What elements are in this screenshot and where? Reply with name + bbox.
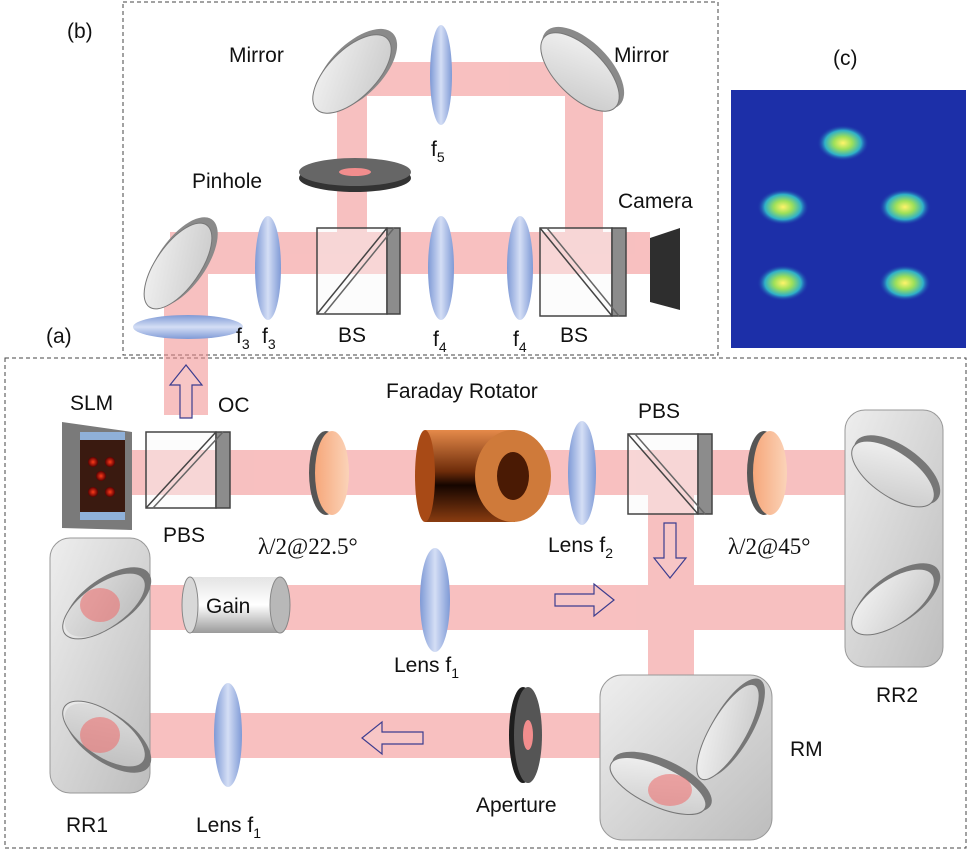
lens-f1-middle [420,548,450,652]
label-oc: OC [218,394,250,417]
label-pbs-left: PBS [163,524,205,547]
rm-mirror-assembly [599,674,773,841]
label-lens-f2: Lens f2 [548,534,613,561]
mirror-right [540,26,625,112]
camera-sensor [650,228,680,310]
label-slm: SLM [70,392,113,415]
panel-b-frame [122,1,719,356]
label-camera: Camera [618,190,693,213]
label-waveplate-45: λ/2@45° [728,534,810,559]
label-pbs-right: PBS [638,400,680,423]
pbs-oc-cube [145,431,231,509]
rr2-retroreflector [844,409,944,668]
label-lens-f1-bottom: Lens f1 [196,814,261,841]
lens-f4-right [507,216,533,320]
lens-f5 [430,25,452,125]
label-f3-left: f3 [236,325,250,352]
pinhole [299,158,411,192]
panel-label-a: (a) [46,325,72,348]
panel-label-b: (b) [67,20,93,43]
label-mirror-left: Mirror [229,44,284,67]
label-faraday-rotator: Faraday Rotator [386,380,538,403]
label-lens-f1-middle: Lens f1 [394,654,459,681]
label-rr1: RR1 [66,814,108,837]
label-pinhole: Pinhole [192,170,262,193]
label-gain: Gain [206,595,250,618]
label-f4-left: f4 [433,328,447,355]
panel-a-frame [4,357,967,849]
faraday-rotator [415,430,551,522]
waveplate-22-5 [309,431,349,515]
lens-f1-bottom [214,683,242,787]
arrow-left [361,720,424,756]
aperture [509,687,542,783]
bs-cube-left [316,227,401,315]
label-rm: RM [790,738,823,761]
label-f5: f5 [431,138,445,165]
label-bs-left: BS [338,324,366,347]
label-waveplate-22-5: λ/2@22.5° [258,534,358,559]
label-rr2: RR2 [876,684,918,707]
rr1-spot-bottom [80,717,120,753]
label-bs-right: BS [560,324,588,347]
mirror-left [312,28,398,114]
lens-oc-horizontal [133,315,243,339]
mirror-b-lower-left [143,217,218,310]
lens-f4-left [428,216,454,320]
waveplate-45 [747,431,787,515]
arrow-right [554,582,615,618]
label-mirror-right: Mirror [614,44,669,67]
lens-f3-left [255,216,281,320]
label-f4-right: f4 [513,328,527,355]
output-arrow-up [168,364,204,419]
gain-medium [181,576,291,634]
lens-f2 [568,421,596,525]
bs-cube-right [539,227,627,317]
camera-image [731,90,966,348]
arrow-down [652,522,688,579]
slm [62,422,132,530]
rr1-retroreflector [49,537,152,794]
label-aperture: Aperture [476,794,557,817]
pbs-right-cube [627,433,713,515]
rr1-spot-top [80,588,120,622]
label-f3-right: f3 [262,325,276,352]
panel-label-c: (c) [833,47,858,70]
